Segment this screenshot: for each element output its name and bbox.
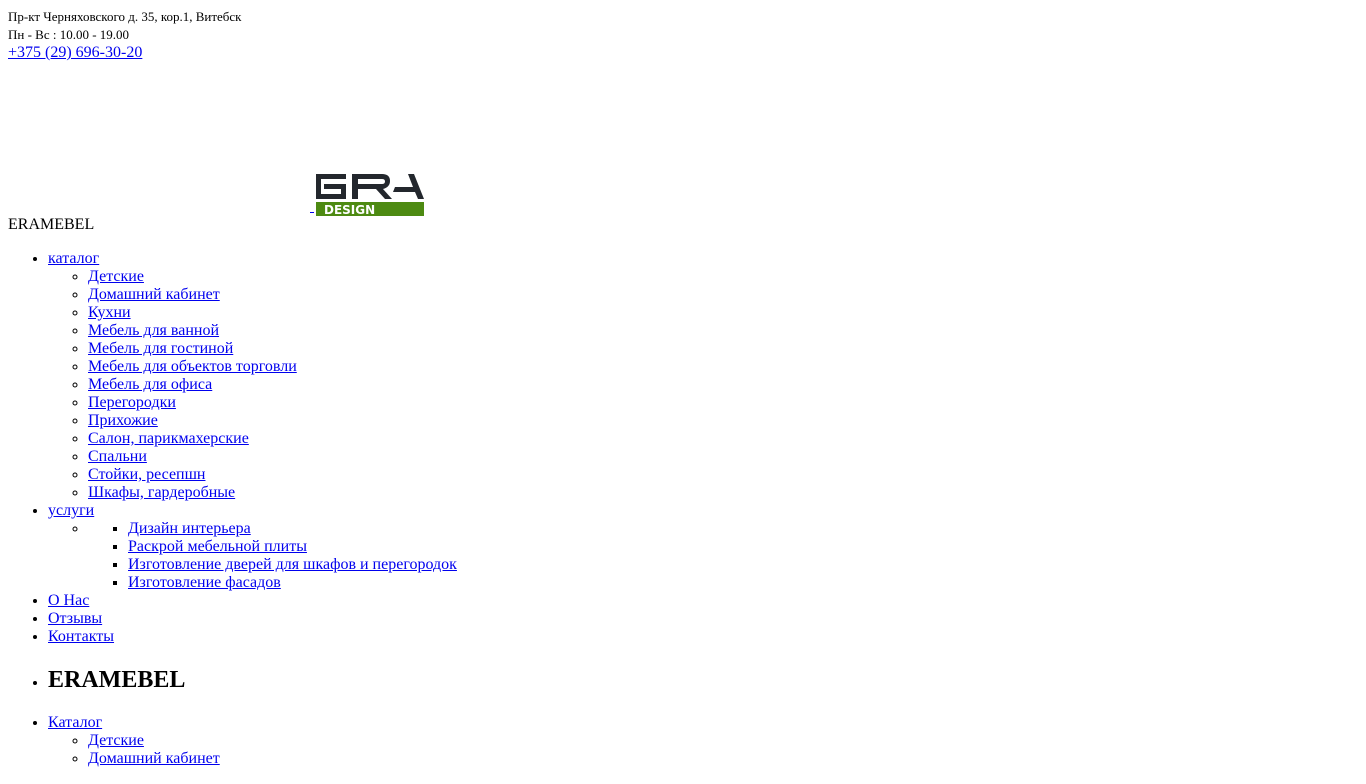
mobile-nav: Каталог Детские Домашний кабинет — [8, 714, 1358, 768]
submenu-link[interactable]: Салон, парикмахерские — [88, 430, 249, 447]
mobile-title: ERAMEBEL — [48, 667, 186, 693]
submenu-item: Перегородки — [88, 394, 1358, 412]
submenu-item: Изготовление дверей для шкафов и перегор… — [128, 556, 1358, 574]
submenu-link[interactable]: Перегородки — [88, 394, 176, 411]
submenu-item: Дизайн интерьера — [128, 520, 1358, 538]
nav-link-about[interactable]: О Нас — [48, 592, 90, 609]
submenu-item: Спальни — [88, 448, 1358, 466]
submenu-link[interactable]: Мебель для ванной — [88, 322, 220, 339]
address: Пр-кт Черняховского д. 35, кор.1, Витебс… — [8, 9, 242, 24]
submenu-link[interactable]: Кухни — [88, 304, 131, 321]
catalog-submenu: Детские Домашний кабинет Кухни Мебель дл… — [48, 268, 1358, 502]
submenu-link[interactable]: Домашний кабинет — [88, 286, 220, 303]
submenu-link[interactable]: Изготовление фасадов — [128, 574, 281, 591]
submenu-link[interactable]: Мебель для офиса — [88, 376, 213, 393]
era-design-logo: DESIGN — [316, 174, 424, 216]
submenu-link[interactable]: Спальни — [88, 448, 147, 465]
mobile-nav-catalog: Каталог Детские Домашний кабинет — [48, 714, 1358, 768]
nav-item-services: услуги Дизайн интерьера Раскрой мебельно… — [48, 502, 1358, 592]
submenu-link[interactable]: Мебель для гостиной — [88, 340, 234, 357]
submenu-item: Раскрой мебельной плиты — [128, 538, 1358, 556]
nav-link-reviews[interactable]: Отзывы — [48, 610, 103, 627]
nav-item-reviews: Отзывы — [48, 610, 1358, 628]
services-submenu: Дизайн интерьера Раскрой мебельной плиты… — [48, 520, 1358, 592]
submenu-link[interactable]: Прихожие — [88, 412, 158, 429]
logo-text: DESIGN — [324, 203, 375, 216]
nav-link-catalog[interactable]: каталог — [48, 250, 100, 267]
submenu-item: Прихожие — [88, 412, 1358, 430]
mobile-nav-link-catalog[interactable]: Каталог — [48, 714, 103, 731]
main-nav: каталог Детские Домашний кабинет Кухни М… — [8, 250, 1358, 646]
nav-item-about: О Нас — [48, 592, 1358, 610]
submenu-item: Детские — [88, 732, 1358, 750]
submenu-item: Салон, парикмахерские — [88, 430, 1358, 448]
site-name: ERAMEBEL — [8, 216, 95, 233]
nav-item-catalog: каталог Детские Домашний кабинет Кухни М… — [48, 250, 1358, 502]
submenu-link[interactable]: Изготовление дверей для шкафов и перегор… — [128, 556, 457, 573]
submenu-item: Кухни — [88, 304, 1358, 322]
submenu-item: Стойки, ресепшн — [88, 466, 1358, 484]
submenu-item: Изготовление фасадов — [128, 574, 1358, 592]
submenu-item: Мебель для гостиной — [88, 340, 1358, 358]
nav-link-contacts[interactable]: Контакты — [48, 628, 115, 645]
logo-link[interactable]: DESIGN — [310, 174, 424, 216]
submenu-link[interactable]: Домашний кабинет — [88, 750, 220, 767]
services-list: Дизайн интерьера Раскрой мебельной плиты… — [88, 520, 1358, 592]
submenu-link[interactable]: Детские — [88, 268, 144, 285]
submenu-link[interactable]: Мебель для объектов торговли — [88, 358, 297, 375]
mobile-title-item: ERAMEBEL — [48, 666, 1358, 694]
hours: Пн - Вс : 10.00 - 19.00 — [8, 27, 130, 42]
services-wrapper: Дизайн интерьера Раскрой мебельной плиты… — [88, 520, 1358, 592]
submenu-link[interactable]: Шкафы, гардеробные — [88, 484, 236, 501]
submenu-link[interactable]: Дизайн интерьера — [128, 520, 251, 537]
submenu-item: Мебель для объектов торговли — [88, 358, 1358, 376]
nav-item-contacts: Контакты — [48, 628, 1358, 646]
submenu-item: Домашний кабинет — [88, 750, 1358, 768]
submenu-item: Мебель для офиса — [88, 376, 1358, 394]
nav-link-services[interactable]: услуги — [48, 502, 95, 519]
submenu-item: Мебель для ванной — [88, 322, 1358, 340]
mobile-catalog-submenu: Детские Домашний кабинет — [48, 732, 1358, 768]
submenu-item: Шкафы, гардеробные — [88, 484, 1358, 502]
submenu-item: Домашний кабинет — [88, 286, 1358, 304]
submenu-link[interactable]: Раскрой мебельной плиты — [128, 538, 307, 555]
submenu-link[interactable]: Стойки, ресепшн — [88, 466, 206, 483]
submenu-link[interactable]: Детские — [88, 732, 144, 749]
logo-row: DESIGN — [8, 62, 1358, 216]
submenu-item: Детские — [88, 268, 1358, 286]
phone-link[interactable]: +375 (29) 696-30-20 — [8, 44, 143, 61]
mobile-title-list: ERAMEBEL — [8, 666, 1358, 694]
